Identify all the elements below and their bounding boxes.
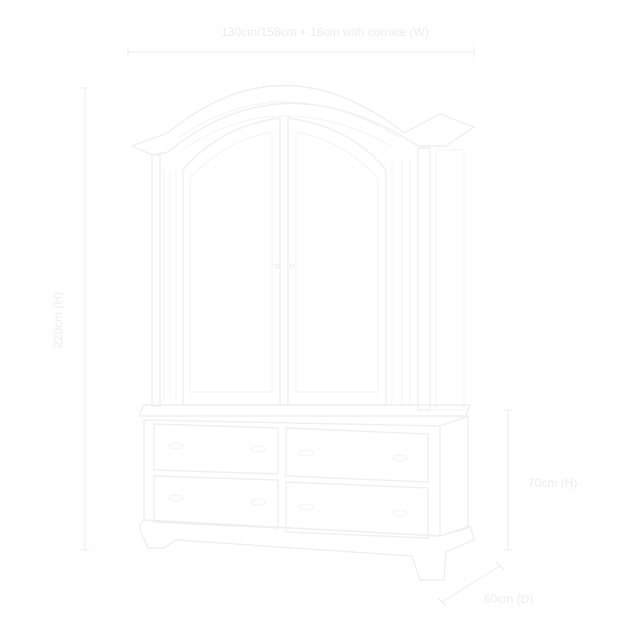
base-height-dimension: 70cm (H) xyxy=(503,409,577,551)
cornice xyxy=(130,84,476,156)
drawer-top-left xyxy=(153,423,279,475)
left-door xyxy=(182,117,281,406)
drawer-bottom-left xyxy=(153,475,279,529)
right-door-panel xyxy=(295,131,379,393)
depth-dimension: 60cm (D) xyxy=(437,561,533,607)
drawer-top-right xyxy=(285,427,429,483)
width-dimension: 130cm/158cm + 16cm with cornice (W) xyxy=(127,25,475,57)
left-door-knob xyxy=(274,263,280,269)
left-pilaster xyxy=(151,154,161,407)
height-label: 220cm (H) xyxy=(51,292,65,348)
wardrobe-illustration xyxy=(130,84,476,581)
depth-label: 60cm (D) xyxy=(484,592,533,606)
width-label: 130cm/158cm + 16cm with cornice (W) xyxy=(221,25,429,39)
right-door xyxy=(287,117,387,406)
plinth xyxy=(139,519,475,581)
drawer-bottom-right xyxy=(285,481,429,539)
waist-moulding xyxy=(139,404,471,417)
right-door-knob xyxy=(289,263,295,269)
height-dimension: 220cm (H) xyxy=(51,87,90,551)
base-height-label: 70cm (H) xyxy=(528,476,577,490)
right-pilaster xyxy=(417,147,431,411)
chest-base xyxy=(143,419,441,537)
left-door-panel xyxy=(189,131,273,393)
